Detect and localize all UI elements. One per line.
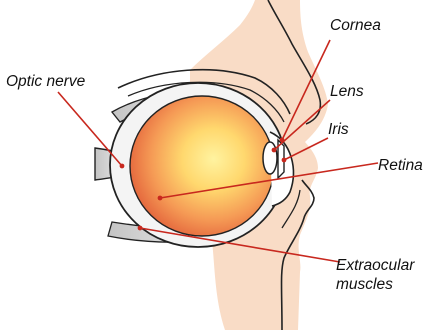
extraocular-leader-dot xyxy=(138,226,143,231)
extraocular-label-line2: muscles xyxy=(336,276,393,293)
iris-leader-dot xyxy=(282,158,287,163)
cornea-label: Cornea xyxy=(330,18,381,34)
cornea-leader-dot xyxy=(280,138,285,143)
lens-label: Lens xyxy=(330,84,364,100)
extraocular-muscles-label: Extraocular muscles xyxy=(336,256,414,294)
iris-label: Iris xyxy=(328,122,349,138)
optic-nerve-leader-line xyxy=(58,92,122,166)
retina-leader-dot xyxy=(158,196,163,201)
optic-nerve-leader-dot xyxy=(120,164,125,169)
lens-leader-dot xyxy=(272,148,277,153)
optic-nerve-label: Optic nerve xyxy=(6,74,85,90)
extraocular-label-line1: Extraocular xyxy=(336,257,414,274)
lens-shape xyxy=(263,142,277,174)
retina-label: Retina xyxy=(378,158,423,174)
eyeball-interior xyxy=(130,96,274,236)
